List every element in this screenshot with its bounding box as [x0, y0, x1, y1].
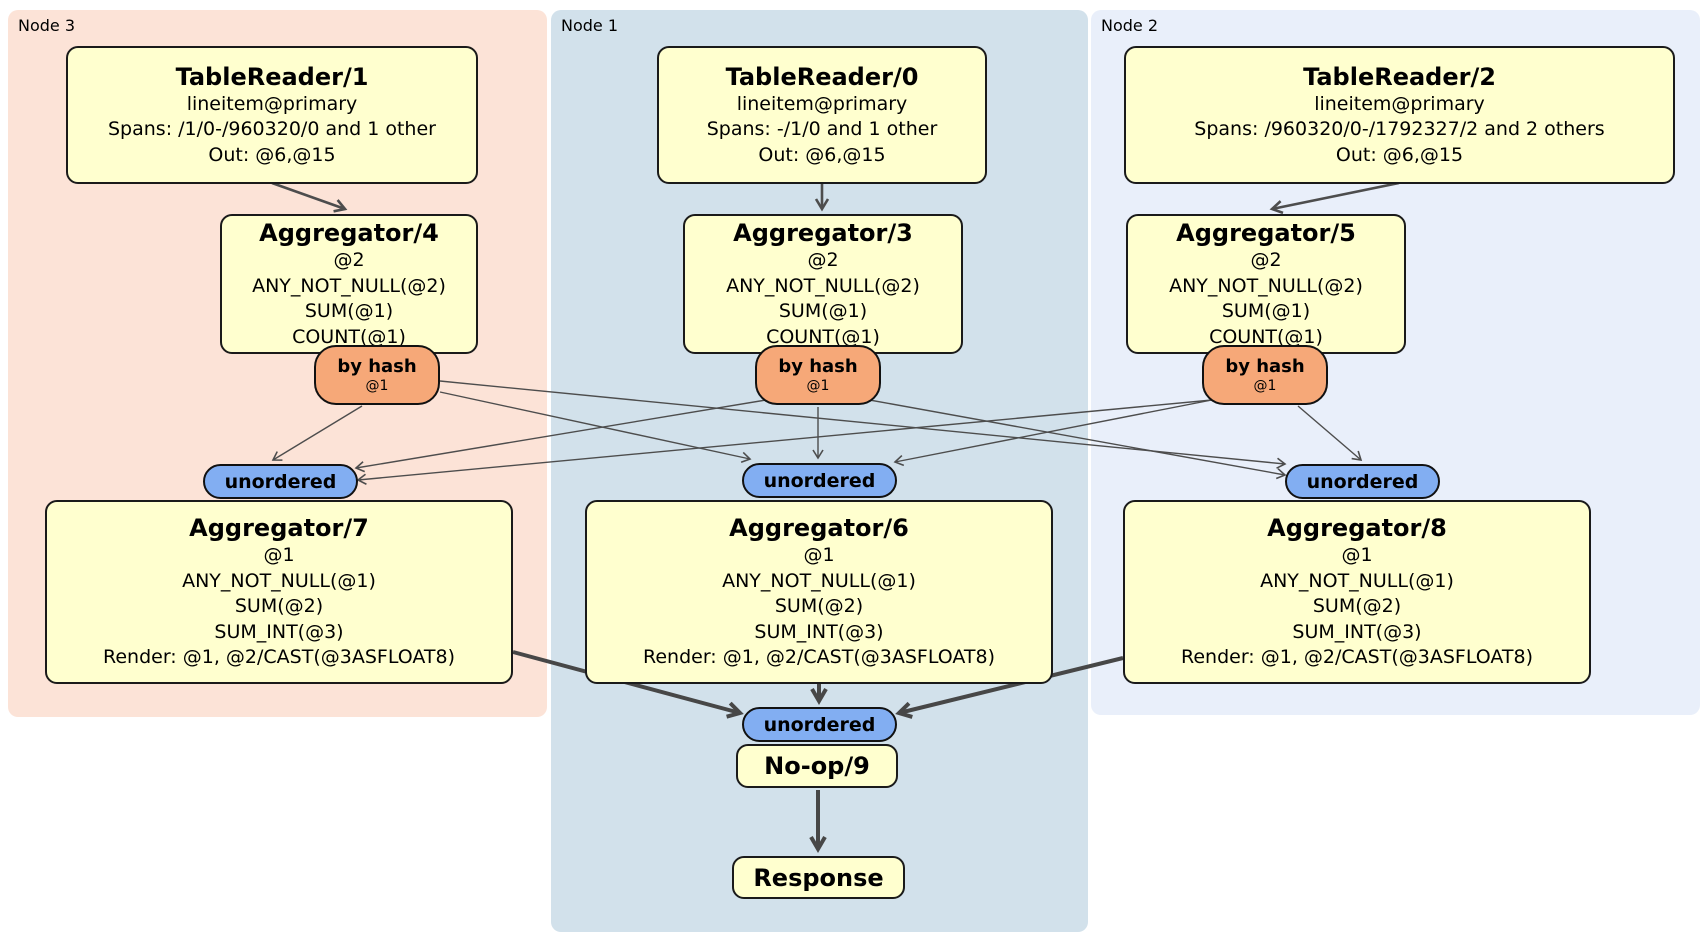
response-node: Response: [732, 856, 905, 899]
processor-detail: ANY_NOT_NULL(@1): [1260, 569, 1454, 592]
processor-title: Aggregator/5: [1176, 219, 1356, 247]
processor-detail: Render: @1, @2/CAST(@3ASFLOAT8): [643, 646, 995, 669]
processor-detail: Spans: -/1/0 and 1 other: [706, 118, 938, 141]
processor-tablereader-1: TableReader/1 lineitem@primary Spans: /1…: [66, 46, 478, 184]
stream-unordered-final: unordered: [742, 707, 897, 742]
processor-detail: Out: @6,@15: [208, 143, 336, 166]
processor-aggregator-7: Aggregator/7 @1 ANY_NOT_NULL(@1) SUM(@2)…: [45, 500, 513, 684]
stream-unordered-center: unordered: [742, 463, 897, 498]
processor-tablereader-0: TableReader/0 lineitem@primary Spans: -/…: [657, 46, 987, 184]
processor-title: TableReader/0: [725, 62, 919, 91]
processor-detail: Render: @1, @2/CAST(@3ASFLOAT8): [103, 646, 455, 669]
processor-detail: SUM(@2): [234, 595, 324, 618]
processor-title: Aggregator/4: [259, 219, 439, 247]
stream-unordered-left: unordered: [203, 464, 358, 499]
router-label: by hash: [337, 355, 417, 377]
processor-title: Response: [753, 863, 884, 892]
processor-detail: COUNT(@1): [292, 325, 406, 348]
processor-detail: ANY_NOT_NULL(@2): [1169, 274, 1363, 297]
processor-detail: ANY_NOT_NULL(@2): [726, 274, 920, 297]
processor-title: Aggregator/6: [729, 514, 909, 543]
processor-detail: SUM_INT(@3): [754, 620, 884, 643]
processor-detail: SUM(@2): [774, 595, 864, 618]
router-label: by hash: [1225, 355, 1305, 377]
processor-detail: @2: [333, 249, 365, 271]
processor-detail: Out: @6,@15: [758, 143, 886, 166]
processor-tablereader-2: TableReader/2 lineitem@primary Spans: /9…: [1124, 46, 1675, 184]
processor-detail: SUM_INT(@3): [214, 620, 344, 643]
processor-detail: Out: @6,@15: [1335, 143, 1464, 166]
processor-aggregator-5: Aggregator/5 @2 ANY_NOT_NULL(@2) SUM(@1)…: [1126, 214, 1406, 354]
processor-detail: SUM(@1): [778, 300, 868, 322]
processor-aggregator-8: Aggregator/8 @1 ANY_NOT_NULL(@1) SUM(@2)…: [1123, 500, 1591, 684]
processor-aggregator-6: Aggregator/6 @1 ANY_NOT_NULL(@1) SUM(@2)…: [585, 500, 1053, 684]
router-hash-column: @1: [806, 377, 830, 394]
processor-title: TableReader/1: [175, 62, 369, 91]
processor-detail: lineitem@primary: [736, 92, 908, 115]
router-by-hash-5: by hash @1: [1202, 345, 1328, 405]
processor-title: TableReader/2: [1303, 62, 1496, 91]
processor-title: Aggregator/8: [1267, 514, 1447, 543]
processor-noop-9: No-op/9: [736, 744, 898, 788]
processor-detail: @2: [1250, 249, 1282, 271]
processor-detail: @2: [807, 249, 839, 271]
processor-detail: COUNT(@1): [766, 325, 880, 348]
processor-detail: SUM_INT(@3): [1292, 620, 1422, 643]
processor-detail: Spans: /1/0-/960320/0 and 1 other: [108, 118, 436, 141]
processor-title: Aggregator/7: [189, 514, 369, 543]
processor-detail: lineitem@primary: [186, 92, 358, 115]
node-group-label: Node 1: [561, 16, 619, 35]
processor-detail: lineitem@primary: [1314, 92, 1485, 115]
processor-detail: SUM(@1): [1221, 300, 1311, 322]
processor-detail: SUM(@1): [304, 300, 394, 322]
node-group-label: Node 3: [18, 16, 76, 35]
processor-aggregator-4: Aggregator/4 @2 ANY_NOT_NULL(@2) SUM(@1)…: [220, 214, 478, 354]
router-by-hash-4: by hash @1: [314, 345, 440, 405]
processor-detail: ANY_NOT_NULL(@2): [252, 274, 446, 297]
processor-detail: Render: @1, @2/CAST(@3ASFLOAT8): [1181, 646, 1533, 669]
processor-detail: COUNT(@1): [1209, 325, 1323, 348]
router-hash-column: @1: [365, 377, 389, 394]
router-by-hash-3: by hash @1: [755, 345, 881, 405]
processor-aggregator-3: Aggregator/3 @2 ANY_NOT_NULL(@2) SUM(@1)…: [683, 214, 963, 354]
processor-detail: @1: [263, 544, 295, 567]
processor-detail: @1: [803, 544, 835, 567]
stream-unordered-right: unordered: [1285, 464, 1440, 499]
processor-detail: ANY_NOT_NULL(@1): [722, 569, 916, 592]
processor-detail: ANY_NOT_NULL(@1): [182, 569, 376, 592]
processor-title: Aggregator/3: [733, 219, 913, 247]
node-group-label: Node 2: [1101, 16, 1159, 35]
processor-detail: SUM(@2): [1312, 595, 1402, 618]
router-hash-column: @1: [1253, 377, 1277, 394]
processor-detail: Spans: /960320/0-/1792327/2 and 2 others: [1194, 118, 1605, 141]
processor-detail: @1: [1341, 544, 1373, 567]
router-label: by hash: [778, 355, 858, 377]
processor-title: No-op/9: [764, 752, 870, 780]
